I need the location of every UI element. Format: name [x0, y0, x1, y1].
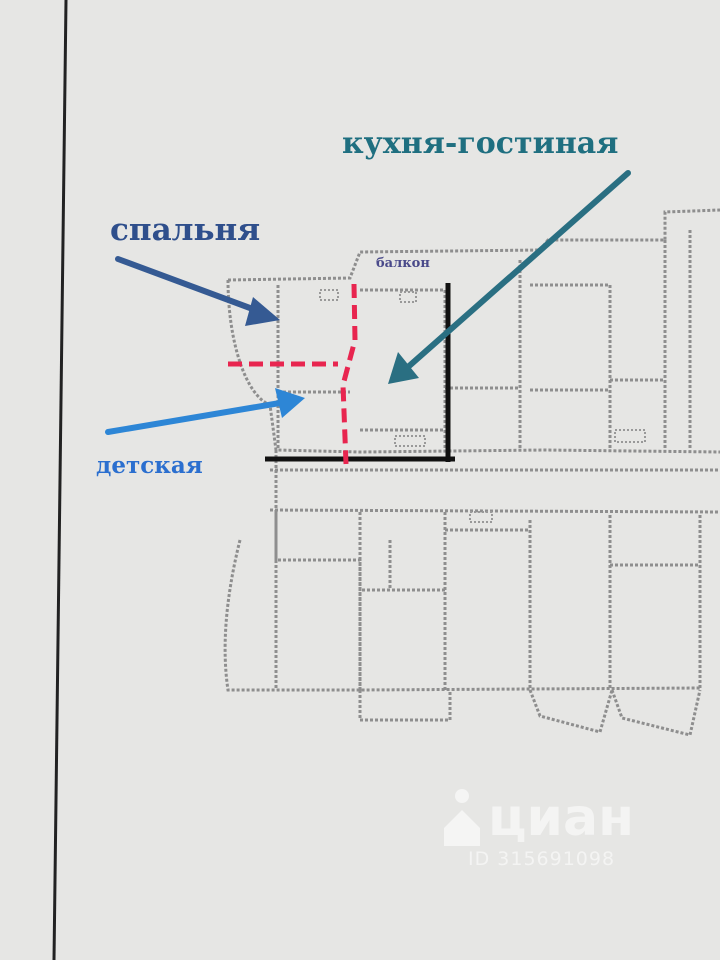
- annotation-arrows: [105, 170, 631, 435]
- label-kitchen-living: кухня-гостиная: [342, 126, 619, 161]
- label-bedroom: спальня: [110, 212, 261, 248]
- sheet-border-line: [52, 0, 68, 960]
- partition-vertical: [340, 283, 358, 465]
- cian-watermark: циан ID 315691098: [440, 788, 670, 878]
- arrow-head-icon: [275, 388, 305, 418]
- label-kids-room: детская: [96, 452, 203, 479]
- plan-walls: [223, 208, 720, 737]
- arrow-bedroom: [115, 256, 280, 326]
- cian-house-pin-icon: [444, 789, 480, 846]
- apartment-outline: [265, 283, 455, 462]
- label-balcony: балкон: [376, 256, 430, 271]
- plan-fixtures: [319, 289, 646, 523]
- watermark-id: ID 315691098: [468, 848, 616, 870]
- arrow-kitchen: [388, 170, 631, 384]
- watermark-brand: циан: [488, 788, 634, 848]
- arrow-head-icon: [245, 297, 280, 326]
- new-partitions: [228, 283, 358, 465]
- arrow-head-icon: [388, 352, 419, 384]
- arrow-kids: [105, 388, 305, 435]
